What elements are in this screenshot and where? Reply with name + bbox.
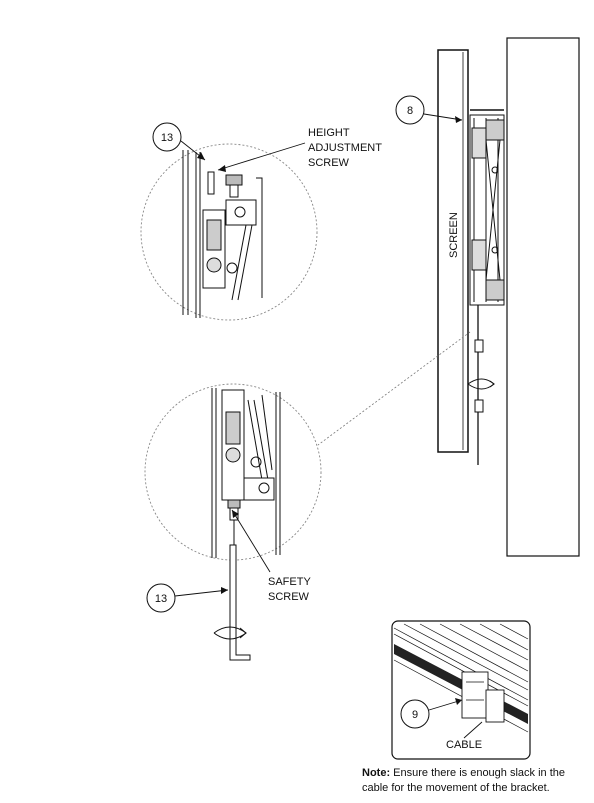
wall [506, 37, 580, 557]
callout-9-number: 9 [412, 709, 418, 721]
callout-8: 8 [395, 95, 463, 125]
cable-label: CABLE [446, 739, 482, 751]
safety-screw-line-1: SAFETY [268, 576, 311, 588]
screen-label: SCREEN [448, 212, 460, 258]
callout-13-top-number: 13 [161, 132, 173, 144]
detail-leader [317, 331, 471, 446]
bottom-detail-view [144, 383, 322, 561]
cable-detail-box: 9 CABLE [391, 620, 531, 760]
cable-slack-note: Note: Ensure there is enough slack in th… [362, 766, 592, 796]
height-adjustment-screw-callout: HEIGHT ADJUSTMENT SCREW [217, 127, 382, 172]
top-detail-view [140, 143, 318, 321]
note-text: Ensure there is enough slack in the cabl… [362, 767, 565, 794]
note-prefix: Note: [362, 767, 391, 779]
callout-13-bottom: 13 [146, 583, 229, 613]
callout-13-top: 13 [152, 122, 206, 161]
callout-8-number: 8 [407, 105, 413, 117]
hex-key [213, 544, 251, 661]
height-adjustment-line-1: HEIGHT [308, 127, 350, 139]
callout-13-bottom-number: 13 [155, 593, 167, 605]
safety-screw-line-2: SCREW [268, 591, 310, 603]
safety-screw-callout: SAFETY SCREW [231, 509, 311, 603]
height-adjustment-line-3: SCREW [308, 157, 350, 169]
height-adjustment-line-2: ADJUSTMENT [308, 142, 382, 154]
bracket-assembly [467, 109, 505, 465]
screen-panel: SCREEN [437, 49, 469, 453]
